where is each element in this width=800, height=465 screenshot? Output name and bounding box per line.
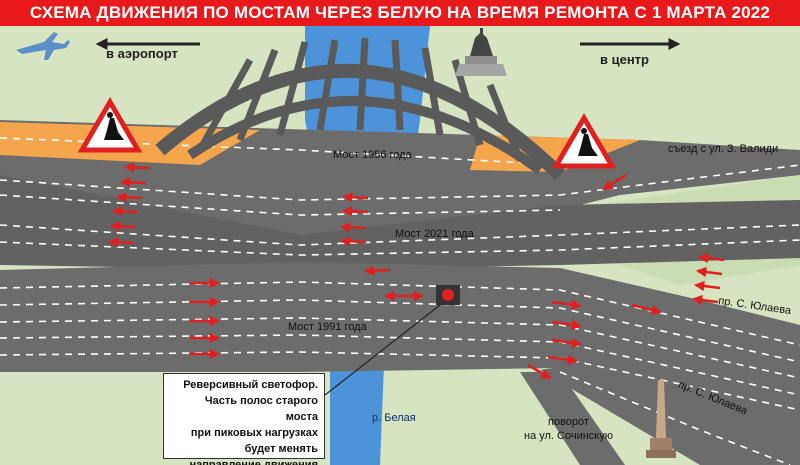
obelisk-icon [646, 380, 676, 458]
direction-airport-label: в аэропорт [106, 46, 178, 61]
bridge-2021-label: Мост 2021 года [395, 228, 474, 240]
river-label: р. Белая [372, 412, 416, 424]
callout-pointer [324, 304, 441, 396]
traffic-arrows [107, 162, 725, 380]
direction-center-label: в центр [600, 52, 649, 67]
lower-right-branch [540, 355, 800, 465]
callout-line: Часть полос старого моста [204, 395, 318, 423]
turn-label-line2: на ул. Сочинскую [524, 430, 613, 442]
monument-icon [455, 28, 507, 76]
bridge-2021-road [0, 175, 800, 270]
callout-line: при пиковых нагрузках [190, 427, 318, 439]
traffic-light-icon [436, 285, 460, 305]
airplane-icon [16, 32, 70, 60]
roadwork-sign-icon [77, 97, 143, 153]
sochinskaya-turn [520, 372, 625, 465]
callout-line: направление движения [189, 459, 318, 465]
roadwork-sign-icon [551, 113, 617, 169]
scheme-title: СХЕМА ДВИЖЕНИЯ ПО МОСТАМ ЧЕРЕЗ БЕЛУЮ НА … [0, 0, 800, 26]
callout-line: Реверсивный светофор. [183, 379, 318, 391]
turn-label-line1: поворот [548, 416, 589, 428]
lane-markings [0, 137, 800, 465]
bridge-arch [155, 37, 565, 181]
bridge-1956-label: Мост 1956 года [333, 149, 412, 161]
bridge-1991-label: Мост 1991 года [288, 321, 367, 333]
reversible-light-callout: Реверсивный светофор. Часть полос старог… [163, 373, 325, 465]
valid-exit-label: съезд с ул. З. Валиди [668, 143, 779, 155]
callout-line: будет менять [244, 443, 318, 455]
